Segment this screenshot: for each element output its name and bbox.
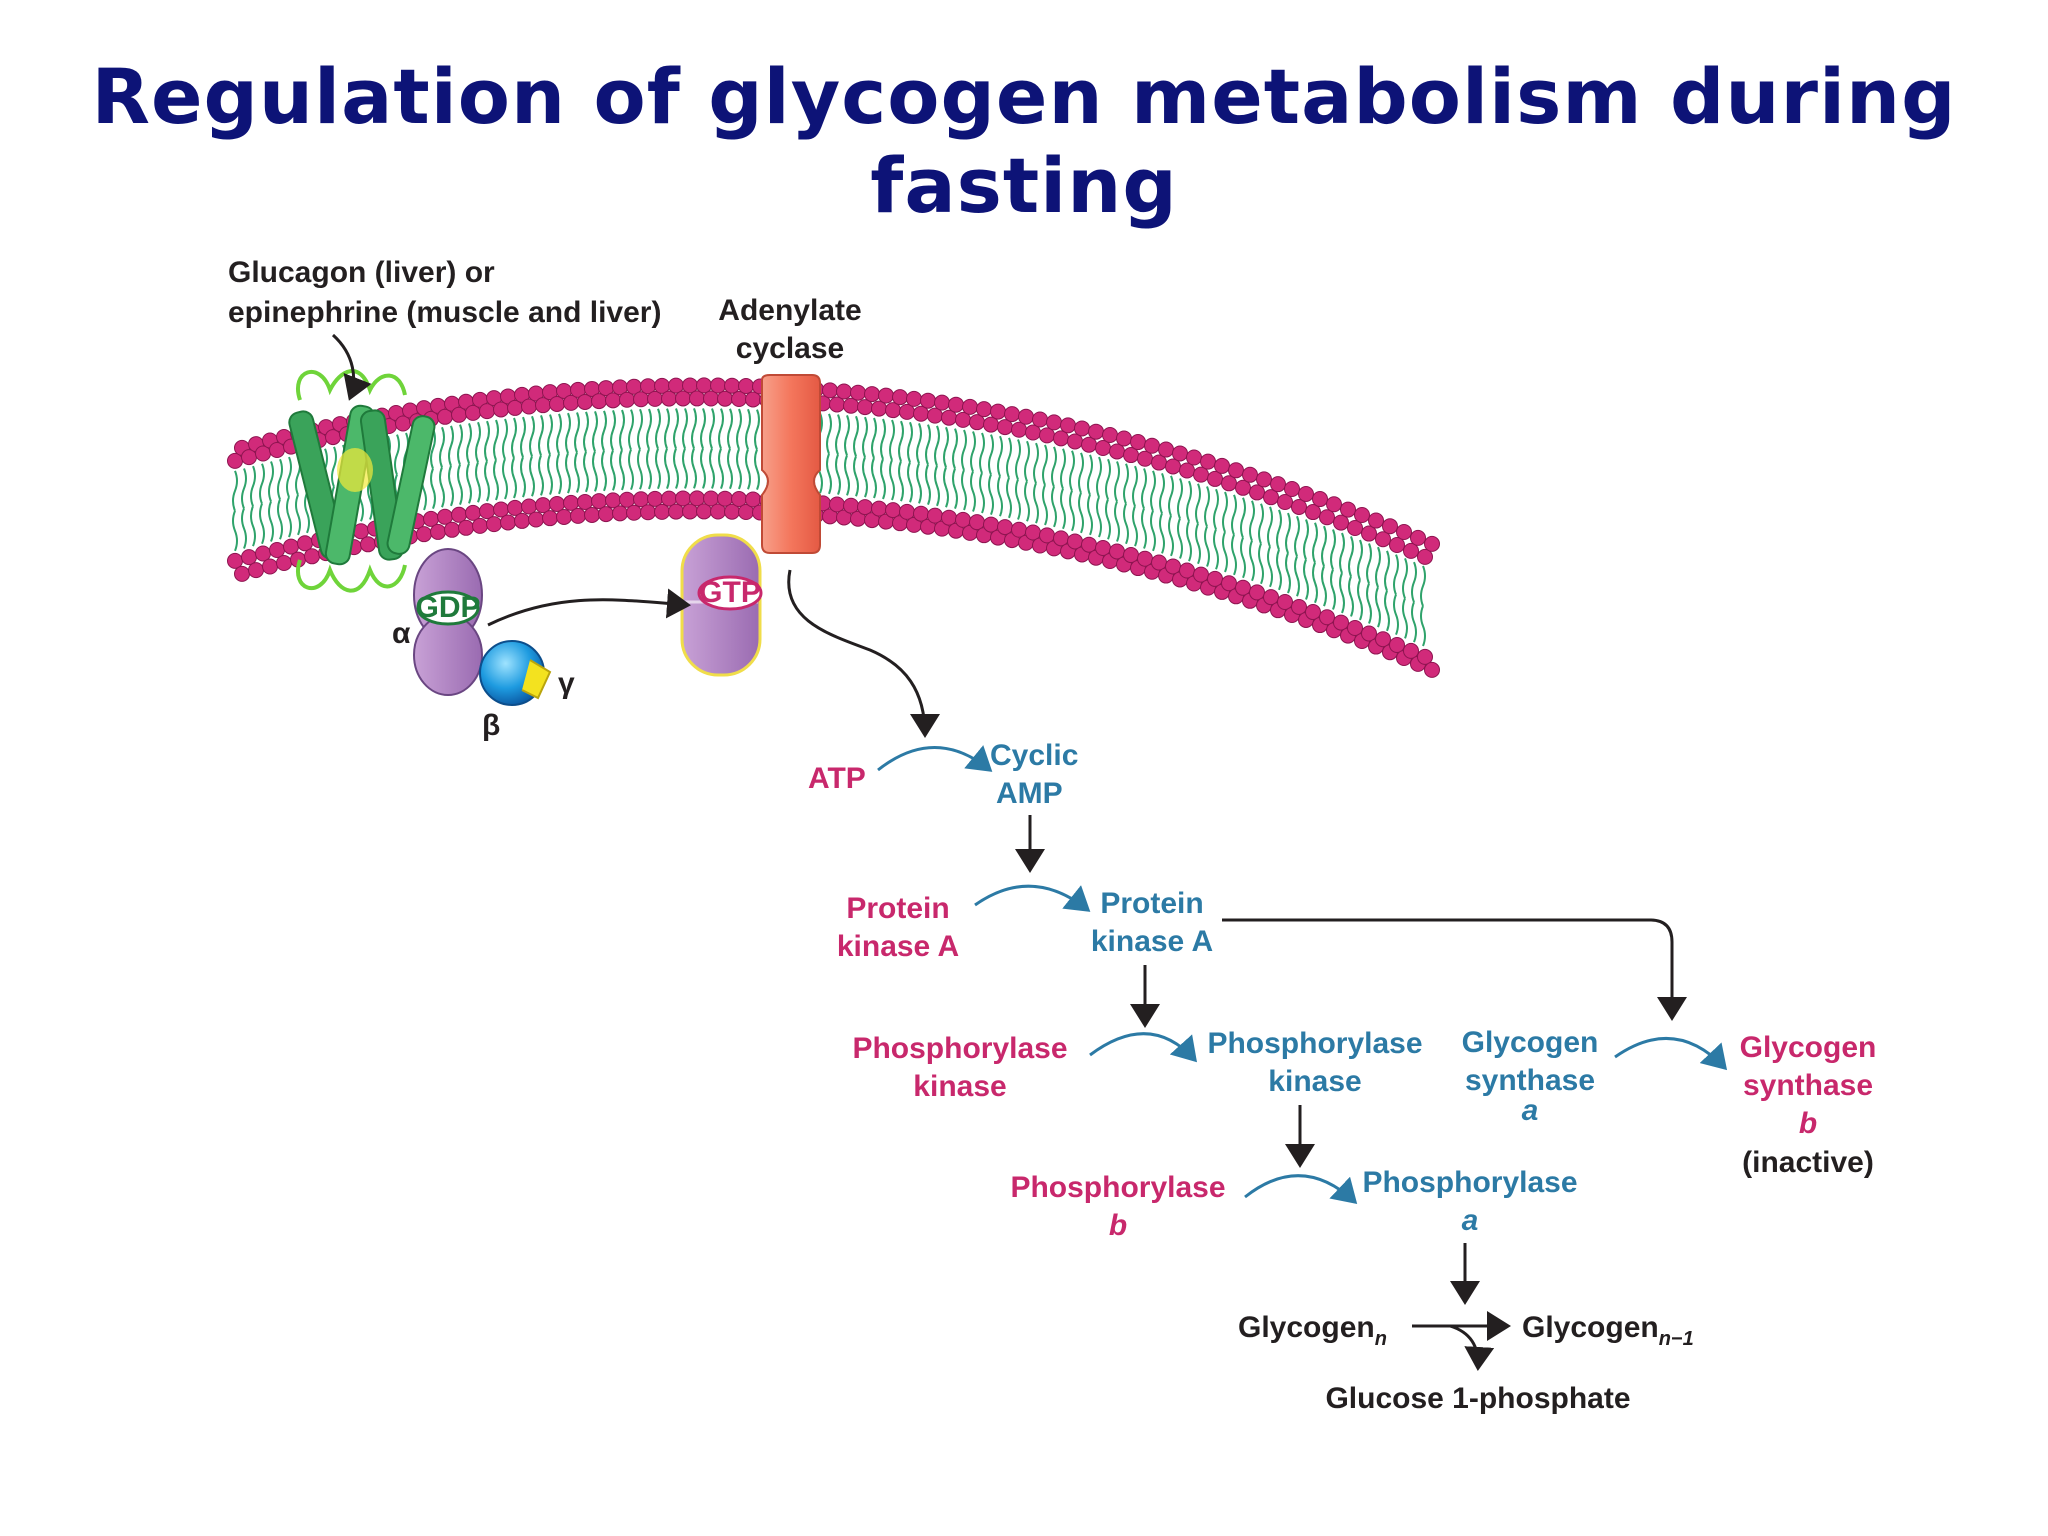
hormone-label-line1: Glucagon (liver) or (228, 256, 495, 289)
glycogen-synthase-b-form: b (1799, 1107, 1817, 1140)
glycogen-synthase-a-line1: Glycogen (1462, 1026, 1599, 1059)
g-alpha-gtp: GTP (680, 533, 763, 677)
gdp-label: GDP (415, 591, 480, 624)
hormone-label-line2: epinephrine (muscle and liver) (228, 296, 661, 329)
phosphorylase-kinase-active-line1: Phosphorylase (1207, 1027, 1422, 1060)
gs-inactivation-arrow (1614, 1036, 1728, 1071)
phosphorylase-b-form: b (1109, 1209, 1127, 1242)
hormone-arrow (331, 333, 372, 401)
atp-camp-arrow (877, 745, 993, 772)
glycogen-n-minus-1-label: Glycogenn−1 (1522, 1311, 1694, 1350)
inactive-label: (inactive) (1742, 1146, 1874, 1179)
slide-title: Regulation of glycogen metabolism during… (91, 52, 1957, 230)
pka-inactive-line2: kinase A (837, 930, 959, 963)
glycogen-synthase-b-line2: synthase (1743, 1069, 1873, 1102)
gamma-label: γ (558, 667, 575, 700)
glucose-1-phosphate-label: Glucose 1-phosphate (1325, 1382, 1630, 1415)
gtp-label: GTP (699, 576, 761, 609)
pka-activation-arrow (974, 884, 1091, 912)
g1p-release-arrow (1449, 1324, 1495, 1371)
phosphorylase-kinase-active-line2: kinase (1268, 1065, 1361, 1098)
phosphorylase-activation-arrow (1244, 1174, 1358, 1205)
beta-label: β (482, 709, 500, 742)
pka-active-line2: kinase A (1091, 925, 1213, 958)
alpha-label: α (392, 617, 411, 650)
g-protein-inactive: GDP α β γ (392, 548, 575, 742)
phosphorylase-a-form: a (1462, 1204, 1479, 1237)
receptor (288, 369, 436, 593)
glycogen-synthase-b-line1: Glycogen (1740, 1031, 1877, 1064)
adenylate-cyclase-label-line2: cyclase (736, 332, 844, 365)
phosphorylase-b-line1: Phosphorylase (1010, 1171, 1225, 1204)
glycogen-synthase-a-form: a (1522, 1094, 1539, 1127)
gdp-badge (416, 590, 480, 626)
atp-label: ATP (808, 762, 866, 795)
pka-active-line1: Protein (1100, 887, 1203, 920)
phosphorylase-a-line1: Phosphorylase (1362, 1166, 1577, 1199)
glycogen-n-label: Glycogenn (1238, 1311, 1387, 1350)
cyclase-arrow (787, 569, 940, 738)
activation-arrow (487, 588, 691, 627)
pka-glycogen-synthase-arrow (1222, 918, 1687, 1021)
camp-label-line2: AMP (996, 777, 1063, 810)
gtp-badge (697, 575, 763, 611)
pka-inactive-line1: Protein (846, 892, 949, 925)
phk-activation-arrow (1089, 1032, 1198, 1063)
adenylate-cyclase-label-line1: Adenylate (718, 294, 861, 327)
glycogen-synthase-a-line2: synthase (1465, 1064, 1595, 1097)
phosphorylase-kinase-inactive-line1: Phosphorylase (852, 1032, 1067, 1065)
phosphorylase-kinase-inactive-line2: kinase (913, 1070, 1006, 1103)
camp-label-line1: Cyclic (990, 739, 1078, 772)
adenylate-cyclase (761, 374, 821, 554)
